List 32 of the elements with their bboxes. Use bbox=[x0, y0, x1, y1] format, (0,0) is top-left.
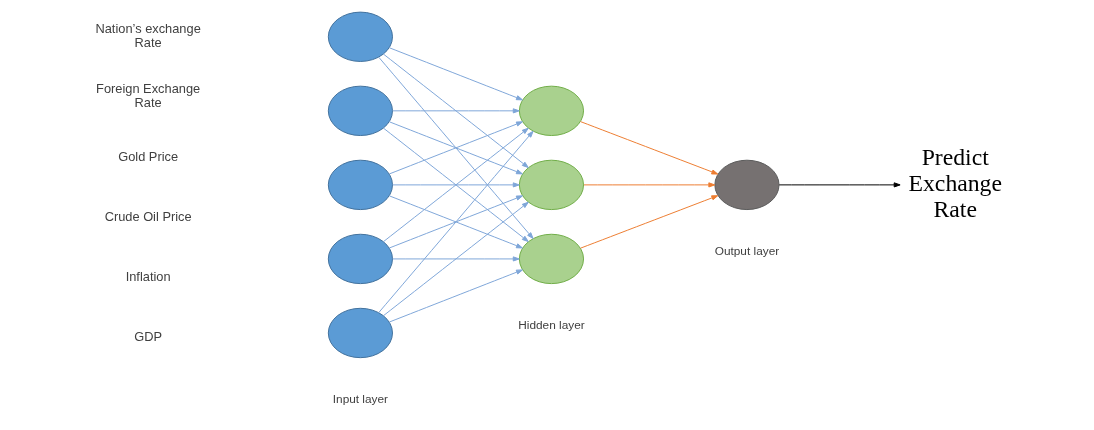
node-circle bbox=[327, 11, 393, 62]
label: Crude Oil Price bbox=[104, 208, 192, 224]
label: GDP bbox=[133, 329, 162, 345]
arrow bbox=[778, 182, 901, 188]
label: Input layer bbox=[332, 392, 388, 407]
arrow bbox=[382, 53, 529, 168]
arrow bbox=[391, 256, 520, 262]
arrow bbox=[391, 108, 520, 114]
label: Output layer bbox=[714, 244, 779, 259]
arrow bbox=[377, 130, 534, 313]
node-circle bbox=[327, 85, 393, 136]
label: Foreign Exchange Rate bbox=[95, 81, 200, 111]
arrow bbox=[391, 182, 520, 188]
arrow bbox=[382, 201, 529, 317]
label: Gold Price bbox=[117, 148, 178, 164]
node-text: Predict Exchange Rate bbox=[908, 144, 1002, 222]
node-circle bbox=[327, 233, 393, 285]
arrow bbox=[388, 269, 523, 323]
arrow bbox=[388, 195, 523, 249]
arrow bbox=[377, 56, 534, 239]
arrow bbox=[382, 127, 529, 243]
arrow bbox=[388, 121, 523, 175]
label: Inflation bbox=[125, 269, 171, 285]
node-circle bbox=[713, 159, 779, 211]
node-circle bbox=[327, 159, 393, 211]
label: Nation’s exchange Rate bbox=[94, 21, 201, 51]
label: Hidden layer bbox=[517, 318, 585, 333]
arrow bbox=[579, 195, 718, 249]
arrow bbox=[582, 182, 715, 188]
node-circle bbox=[327, 307, 393, 359]
arrow bbox=[579, 121, 718, 175]
arrow bbox=[388, 47, 523, 101]
